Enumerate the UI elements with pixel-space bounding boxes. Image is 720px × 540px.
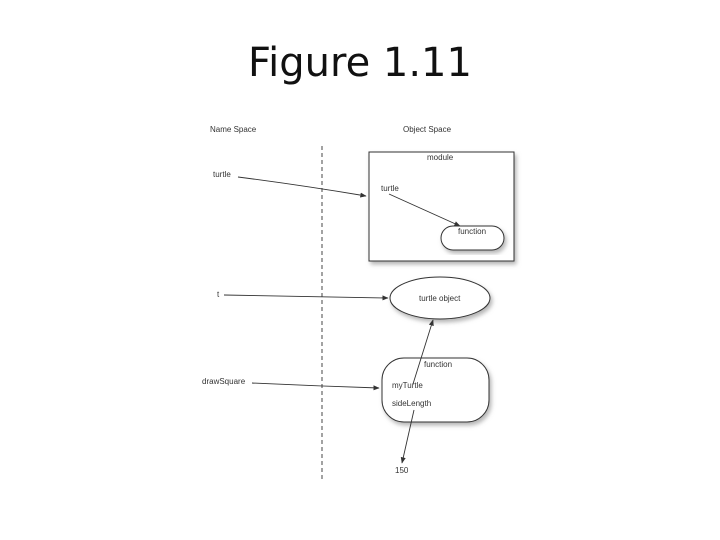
name-drawsquare: drawSquare (202, 377, 246, 386)
arrow-turtle-to-module (237, 176, 367, 198)
arrow-t-to-turtle-object (223, 294, 389, 301)
value-150: 150 (395, 466, 409, 475)
drawsquare-function-frame (381, 357, 490, 423)
module-label: module (427, 153, 454, 162)
param-myturtle: myTurtle (392, 381, 423, 390)
turtle-object (389, 276, 491, 320)
param-sidelength: sideLength (392, 399, 431, 408)
arrow-sidelength-to-150 (400, 409, 415, 464)
turtle-object-label: turtle object (419, 294, 461, 303)
module-turtle-name: turtle (381, 184, 399, 193)
name-turtle: turtle (213, 170, 231, 179)
name-space-header: Name Space (210, 125, 257, 134)
function-in-module-label: function (458, 227, 486, 236)
function-frame-label: function (424, 360, 452, 369)
slide-title: Figure 1.11 (248, 40, 472, 86)
function-object-in-module (440, 225, 505, 251)
object-space-header: Object Space (403, 125, 452, 134)
arrow-module-turtle-to-function (388, 193, 461, 227)
arrow-drawsquare-to-function (251, 382, 380, 391)
arrow-myturtle-to-turtle-object (412, 319, 434, 385)
name-t: t (217, 290, 220, 299)
